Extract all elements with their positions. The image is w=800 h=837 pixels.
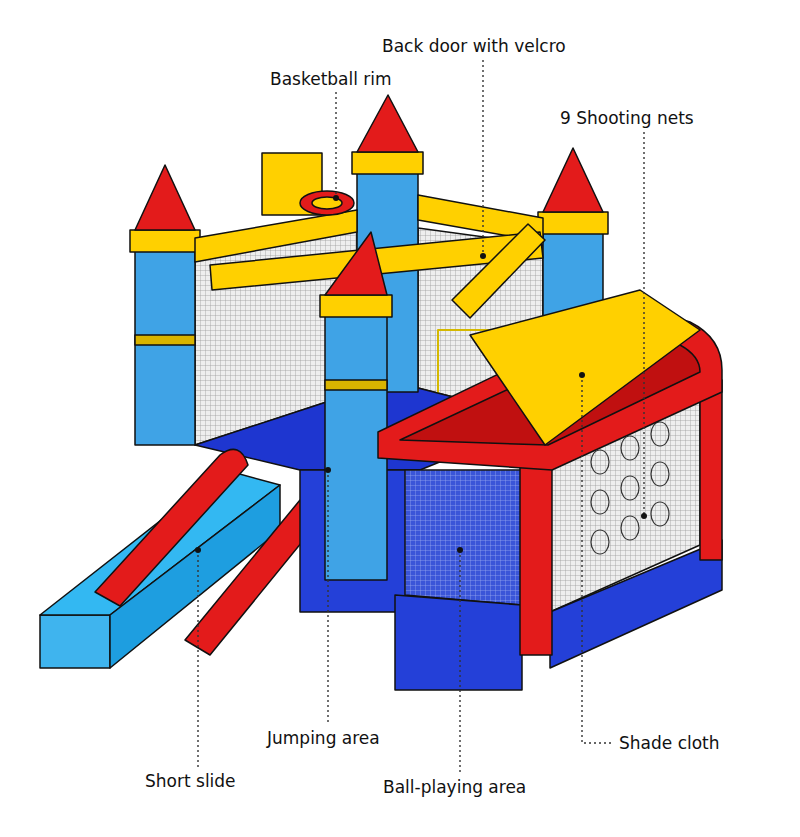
- slide-rail: [95, 449, 248, 606]
- callout-label: Short slide: [143, 771, 238, 791]
- callout-label: Basketball rim: [268, 69, 394, 89]
- tower: [135, 240, 195, 445]
- pit-base: [550, 540, 722, 668]
- callout-label: Back door with velcro: [380, 36, 568, 56]
- beam: [452, 224, 545, 318]
- tower-cone: [357, 95, 418, 152]
- tower-cone: [135, 165, 195, 230]
- callout-label: 9 Shooting nets: [558, 108, 696, 128]
- post: [520, 455, 552, 655]
- basketball-rim: [300, 191, 354, 215]
- callout-label: Ball-playing area: [381, 777, 528, 797]
- post: [700, 380, 722, 560]
- leader-lines: [198, 60, 644, 775]
- front-mesh: [405, 470, 522, 605]
- callout-label: Jumping area: [265, 728, 382, 748]
- slide-base: [40, 615, 110, 668]
- shade-cloth: [470, 290, 700, 445]
- pit-base: [395, 595, 522, 690]
- leader-dots: [195, 195, 647, 553]
- tower-cone: [325, 232, 387, 295]
- callout-label: Shade cloth: [617, 733, 722, 753]
- tower-cone: [543, 148, 603, 212]
